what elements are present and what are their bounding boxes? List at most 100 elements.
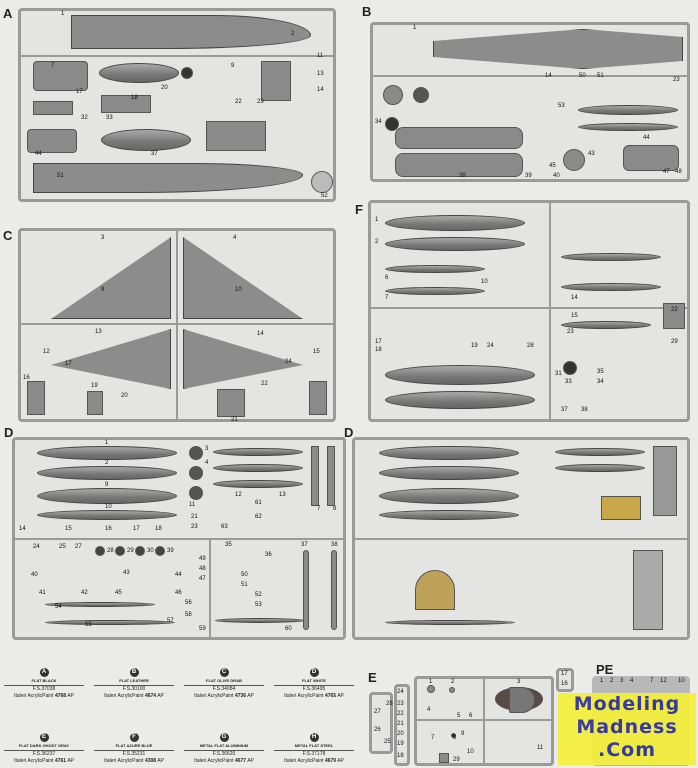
part-number: 27 bbox=[75, 544, 82, 550]
part bbox=[115, 546, 125, 556]
paint-letter: A bbox=[39, 668, 49, 677]
part bbox=[561, 253, 661, 261]
part bbox=[653, 446, 677, 516]
part bbox=[601, 496, 641, 520]
part-number: 25 bbox=[384, 739, 391, 745]
part bbox=[578, 105, 678, 115]
part-number: 35 bbox=[225, 542, 232, 548]
paint-suffix: AP bbox=[157, 758, 164, 764]
part-number: 9 bbox=[101, 287, 105, 293]
part-number: 36 bbox=[265, 552, 272, 558]
part bbox=[217, 389, 245, 417]
runner bbox=[209, 538, 211, 638]
part-number: 3 bbox=[101, 235, 105, 241]
paint-code: 4679 bbox=[324, 758, 337, 764]
part bbox=[311, 171, 333, 193]
part-number: 7 bbox=[431, 735, 435, 741]
part-number: 53 bbox=[255, 602, 262, 608]
part-number: 4 bbox=[233, 235, 237, 241]
fuselage-half-top bbox=[71, 15, 311, 49]
part-number: 51 bbox=[57, 173, 64, 179]
part-number: 2 bbox=[375, 239, 379, 245]
part bbox=[383, 85, 403, 105]
paint-name: Flat White bbox=[274, 677, 354, 686]
intake bbox=[395, 127, 523, 149]
part bbox=[427, 685, 435, 693]
part bbox=[623, 145, 679, 171]
part-number: 1 bbox=[600, 678, 604, 684]
paint-name: Flat Dark Ghost Gray bbox=[4, 742, 84, 751]
part-number: 58 bbox=[185, 612, 192, 618]
sprue-a: 1 7 17 18 20 22 23 33 32 44 37 51 52 11 … bbox=[18, 8, 336, 202]
part bbox=[451, 733, 456, 738]
part bbox=[87, 391, 103, 415]
part-number: 7 bbox=[650, 678, 654, 684]
part-number: 52 bbox=[321, 193, 328, 199]
part-number: 43 bbox=[123, 570, 130, 576]
part-number: 44 bbox=[175, 572, 182, 578]
part-number: 20 bbox=[121, 393, 128, 399]
part-number: 23 bbox=[191, 524, 198, 530]
part-number: 48 bbox=[199, 566, 206, 572]
part-number: 24 bbox=[285, 359, 292, 365]
part-number: 24 bbox=[33, 544, 40, 550]
part-number: 61 bbox=[255, 500, 262, 506]
wing-upper-right bbox=[183, 237, 303, 319]
paint-code: 4308 bbox=[144, 758, 157, 764]
part-number: 21 bbox=[397, 721, 404, 727]
paint-fs: F.S.35231 bbox=[122, 751, 146, 757]
part-number: 63 bbox=[221, 524, 228, 530]
part-number: 13 bbox=[279, 492, 286, 498]
part-number: 24 bbox=[397, 689, 404, 695]
part-number: 23 bbox=[397, 701, 404, 707]
paint-brand: Italeri AcrylicPaint bbox=[104, 693, 144, 699]
part-number: 47 bbox=[663, 169, 670, 175]
part bbox=[561, 283, 661, 291]
part-number: 15 bbox=[571, 313, 578, 319]
part bbox=[135, 546, 145, 556]
part-number: 33 bbox=[565, 379, 572, 385]
part-number: 30 bbox=[147, 548, 154, 554]
part-number: 34 bbox=[375, 119, 382, 125]
part-number: 37 bbox=[301, 542, 308, 548]
part-number: 1 bbox=[61, 11, 65, 17]
paint-brand: Italeri AcrylicPaint bbox=[194, 758, 234, 764]
part bbox=[379, 488, 519, 504]
part-number: 23 bbox=[567, 329, 574, 335]
runner bbox=[21, 55, 333, 57]
part bbox=[45, 602, 155, 607]
part-number: 11 bbox=[189, 502, 196, 508]
runner bbox=[15, 538, 343, 540]
part-number: 12 bbox=[235, 492, 242, 498]
sprue-f: 1 2 6 7 10 14 15 17 18 19 22 23 24 28 29… bbox=[368, 200, 690, 422]
part bbox=[45, 620, 175, 625]
part bbox=[37, 466, 177, 480]
part-number: 51 bbox=[597, 73, 604, 79]
part-number: 50 bbox=[241, 572, 248, 578]
watermark-line: Madness bbox=[576, 716, 678, 738]
part-number: 46 bbox=[175, 590, 182, 596]
part-number: 3 bbox=[517, 679, 521, 685]
paint-suffix: AP bbox=[337, 758, 344, 764]
part bbox=[101, 129, 191, 151]
sprue-a-label: A bbox=[3, 6, 13, 21]
part bbox=[37, 510, 177, 520]
part bbox=[261, 61, 291, 101]
part bbox=[33, 61, 88, 91]
part-number: 19 bbox=[471, 343, 478, 349]
paint-code: 4761 bbox=[54, 758, 67, 764]
part bbox=[327, 446, 335, 506]
part bbox=[189, 486, 203, 500]
part-number: 2 bbox=[610, 678, 614, 684]
part bbox=[385, 215, 525, 231]
part-number: 29 bbox=[453, 757, 460, 763]
paint-suffix: AP bbox=[67, 758, 74, 764]
part-number: 45 bbox=[549, 163, 556, 169]
part bbox=[155, 546, 165, 556]
part-number: 40 bbox=[31, 572, 38, 578]
part-number: 10 bbox=[467, 749, 474, 755]
intake bbox=[395, 153, 523, 177]
